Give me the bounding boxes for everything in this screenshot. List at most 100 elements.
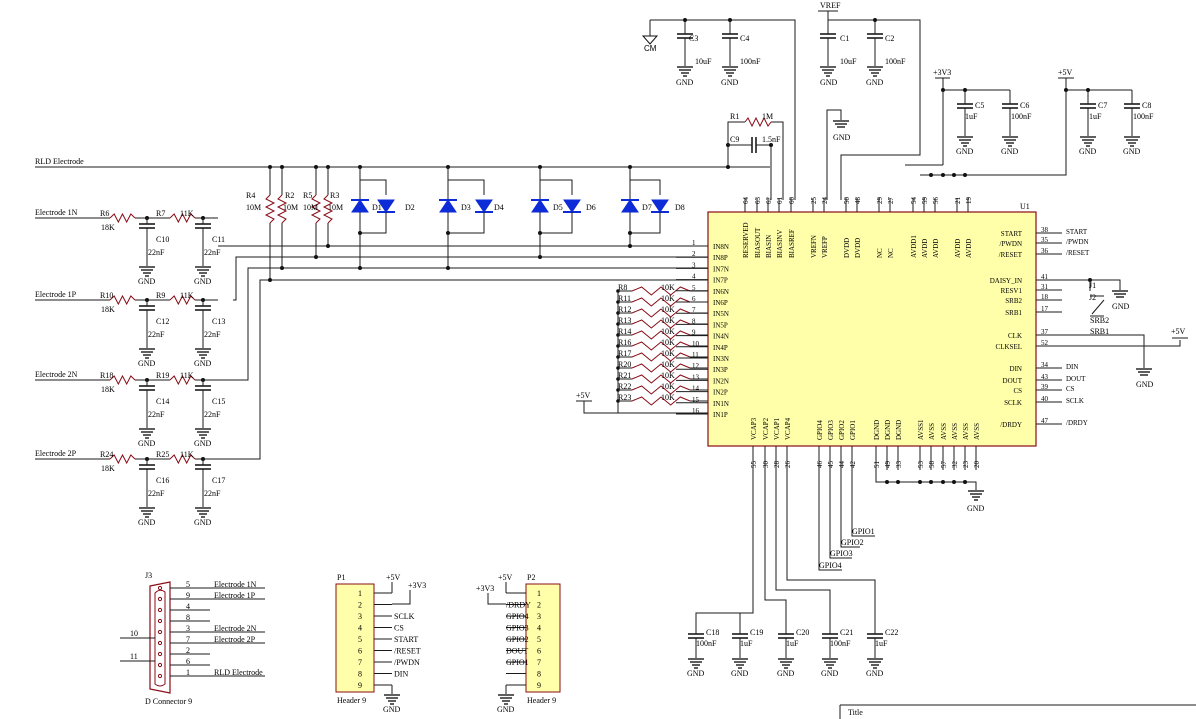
pin-name: BIASOUT (754, 227, 762, 258)
r2-val: 10M (283, 203, 298, 212)
pin-number: 32 (951, 461, 959, 469)
net-label: DOUT (506, 647, 528, 656)
r5-ref: R5 (303, 191, 312, 200)
resistor-symbol (631, 396, 691, 406)
resistor-ref: R23 (618, 393, 631, 402)
r3-ref: R3 (330, 191, 339, 200)
resistor-symbol (169, 212, 196, 224)
resistor-symbol (631, 319, 691, 329)
p1-header: P1 Header 9 (335, 573, 375, 705)
pin-number: 63 (754, 197, 762, 205)
capacitor-value: 22nF (148, 248, 165, 257)
capacitor-ref: C16 (156, 476, 169, 485)
resistor-symbol (109, 374, 136, 386)
pin-name: BIASIN (765, 235, 773, 258)
rld-feedback: RLD Electrode R1 1M C9 1.5nF (35, 112, 784, 200)
pin-number: 31 (1041, 283, 1049, 291)
pin-number: 28 (773, 461, 781, 469)
pin-number: 1 (692, 239, 696, 247)
c7-ref: C7 (1098, 101, 1107, 110)
gpio2-net: GPIO2 (841, 538, 864, 547)
resistor-ref: R22 (618, 382, 631, 391)
ground-symbol (139, 266, 155, 277)
pin-number: 4 (358, 624, 362, 633)
capacitor-ref: C18 (706, 628, 719, 637)
gnd-label: GND (138, 359, 156, 368)
c6-val: 100nF (1011, 112, 1032, 121)
net-label: START (1066, 228, 1088, 236)
ground-symbol (195, 507, 211, 518)
pin-name: AVSS (928, 423, 936, 440)
pin-number: 14 (692, 385, 700, 393)
pin-number: 46 (816, 461, 824, 469)
srb2-net: SRB2 (1090, 316, 1109, 325)
resistor-ref: R19 (156, 371, 169, 380)
pin-name: /DRDY (1000, 421, 1022, 429)
pin-name: CLKSEL (996, 343, 1022, 351)
c8-val: 100nF (1133, 112, 1154, 121)
vref-decoupling: VREF C1 10uF C2 100nF GND GND GND (818, 1, 921, 200)
pin-number: 1 (537, 589, 541, 598)
c2-val: 100nF (885, 57, 906, 66)
pin-number: 35 (1041, 236, 1049, 244)
resistor-value: 11K (180, 371, 194, 380)
p3v3-label: +3V3 (408, 581, 426, 590)
gnd-label: GND (194, 439, 212, 448)
net-label: Electrode 1N (214, 580, 257, 589)
p2-caption: Header 9 (527, 696, 556, 705)
pin-number: 3 (537, 612, 541, 621)
pin-name: CLK (1008, 332, 1022, 340)
resistor-value: 11K (180, 209, 194, 218)
pin-name: BIASINV (776, 230, 784, 258)
net-label: /DRDY (506, 601, 531, 610)
resistor-value: 10K (661, 305, 675, 314)
capacitor-ref: C13 (212, 317, 225, 326)
pin-name: DVDD (843, 238, 851, 258)
d5-label: D5 (553, 203, 563, 212)
pin-number: 4 (186, 602, 190, 611)
pin-number: 49 (884, 461, 892, 469)
p2-ref: P2 (527, 573, 535, 582)
pin-number: 8 (358, 670, 362, 679)
c7-val: 1uF (1089, 112, 1102, 121)
d7-label: D7 (642, 203, 652, 212)
pin-number: 3 (692, 261, 696, 269)
pin-name: RESERVED (742, 222, 750, 258)
pin-number: 25 (810, 197, 818, 205)
net-label: CS (394, 624, 404, 633)
pin-number: 36 (1041, 247, 1049, 255)
ground-symbol (195, 428, 211, 439)
resistor-value: 10K (661, 371, 675, 380)
capacitor-ref: C10 (156, 235, 169, 244)
gnd-label: GND (866, 669, 884, 678)
net-label: /PWDN (1066, 238, 1089, 246)
gnd-label: GND (1136, 380, 1154, 389)
pin-name: RESV1 (1001, 287, 1023, 295)
pin-number: 43 (1041, 373, 1049, 381)
capacitor-value: 22nF (148, 489, 165, 498)
pin-number: 7 (537, 658, 541, 667)
pin-name: IN6P (713, 299, 728, 307)
title-label: Title (848, 708, 863, 717)
pin-number: 39 (1041, 383, 1049, 391)
net-label: Electrode 1P (214, 591, 256, 600)
resistor-symbol (169, 453, 196, 465)
pin-number: 55 (750, 461, 758, 469)
j2-label: J2 (1089, 293, 1096, 302)
net-label: START (394, 635, 418, 644)
resistor-ref: R24 (100, 450, 113, 459)
net-label: DIN (1066, 363, 1078, 371)
pin-number: 27 (887, 197, 895, 205)
resistor-symbol (169, 374, 196, 386)
pin-name: IN1N (713, 400, 729, 408)
title-block: Title (839, 704, 1196, 719)
resistor-ref: R6 (100, 209, 109, 218)
pin-name: IN7P (713, 277, 728, 285)
pin-number: 45 (827, 461, 835, 469)
gnd-label: GND (731, 669, 749, 678)
pin-number: 48 (854, 197, 862, 205)
d8-label: D8 (675, 203, 685, 212)
